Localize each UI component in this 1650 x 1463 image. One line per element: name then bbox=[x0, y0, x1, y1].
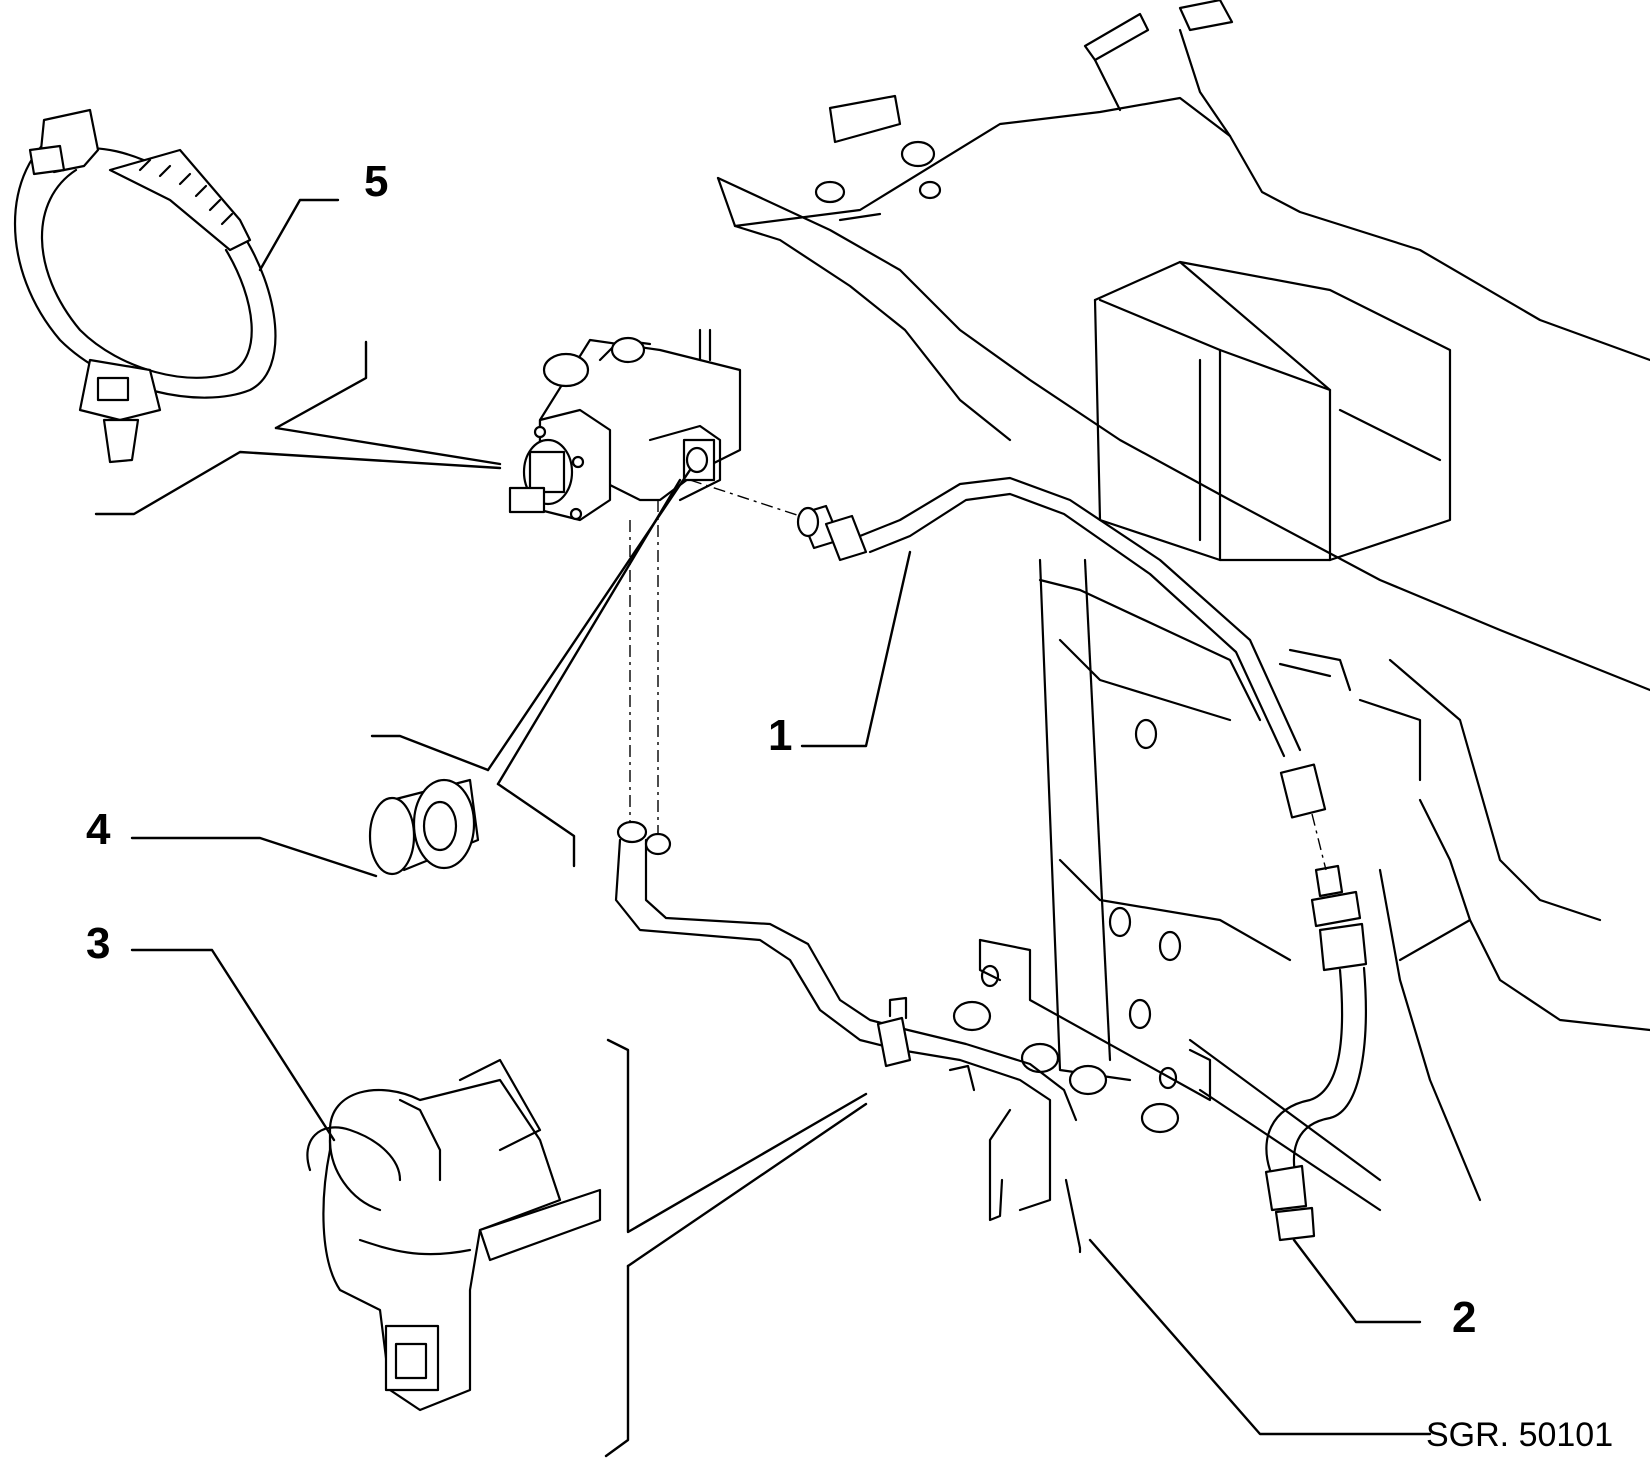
part-4-grommet bbox=[368, 778, 480, 876]
callout-2: 2 bbox=[1452, 1293, 1477, 1342]
drawing-reference-code: SGR. 50101 bbox=[1426, 1416, 1614, 1454]
assembly-axes bbox=[629, 479, 1327, 871]
part-3-pipe-clip bbox=[306, 1058, 602, 1412]
callout-3: 3 bbox=[86, 919, 111, 968]
vehicle-body-panel bbox=[716, 0, 1650, 1212]
callout-1: 1 bbox=[768, 711, 793, 760]
part-2-flexible-hose bbox=[1264, 864, 1368, 1242]
leader-lines bbox=[94, 198, 1432, 1458]
pressure-regulator-valve bbox=[508, 328, 742, 522]
rail-bracket bbox=[952, 938, 1212, 1134]
callout-5: 5 bbox=[364, 157, 389, 206]
part-1-brake-pipe bbox=[796, 476, 1352, 819]
lower-pipe-run bbox=[614, 820, 1082, 1254]
callout-4: 4 bbox=[86, 805, 111, 854]
part-5-cable-tie-clip bbox=[14, 108, 277, 464]
